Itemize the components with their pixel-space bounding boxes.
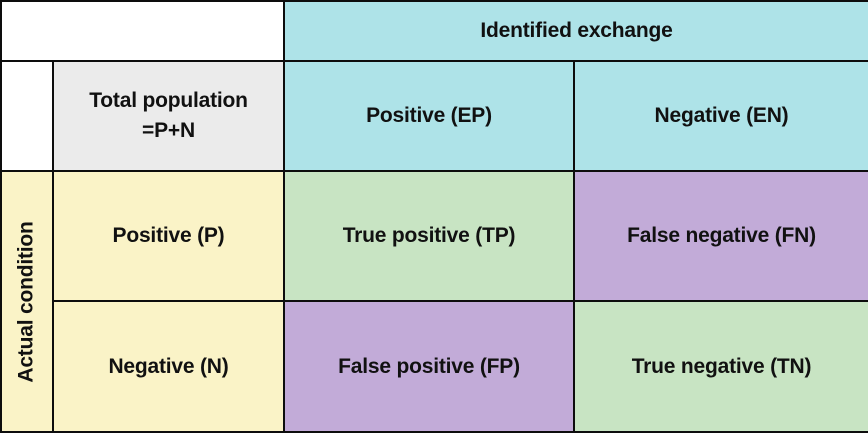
corner-spacer bbox=[0, 0, 285, 62]
actual-positive-label: Positive (P) bbox=[52, 170, 285, 302]
top-axis-header: Identified exchange bbox=[283, 0, 868, 62]
predicted-positive-header: Positive (EP) bbox=[283, 60, 575, 172]
actual-negative-label: Negative (N) bbox=[52, 300, 285, 433]
corner-spacer-left bbox=[0, 60, 54, 172]
side-axis-label-wrapper: Actual condition bbox=[3, 173, 51, 430]
predicted-negative-header: Negative (EN) bbox=[573, 60, 868, 172]
cell-true-negative: True negative (TN) bbox=[573, 300, 868, 433]
side-axis-header: Actual condition bbox=[0, 170, 54, 433]
total-population-cell: Total population =P+N bbox=[52, 60, 285, 172]
cell-true-positive: True positive (TP) bbox=[283, 170, 575, 302]
cell-false-positive: False positive (FP) bbox=[283, 300, 575, 433]
total-population-line2: =P+N bbox=[142, 119, 195, 142]
cell-false-negative: False negative (FN) bbox=[573, 170, 868, 302]
side-axis-label: Actual condition bbox=[15, 220, 39, 383]
total-population-line1: Total population bbox=[89, 88, 248, 112]
